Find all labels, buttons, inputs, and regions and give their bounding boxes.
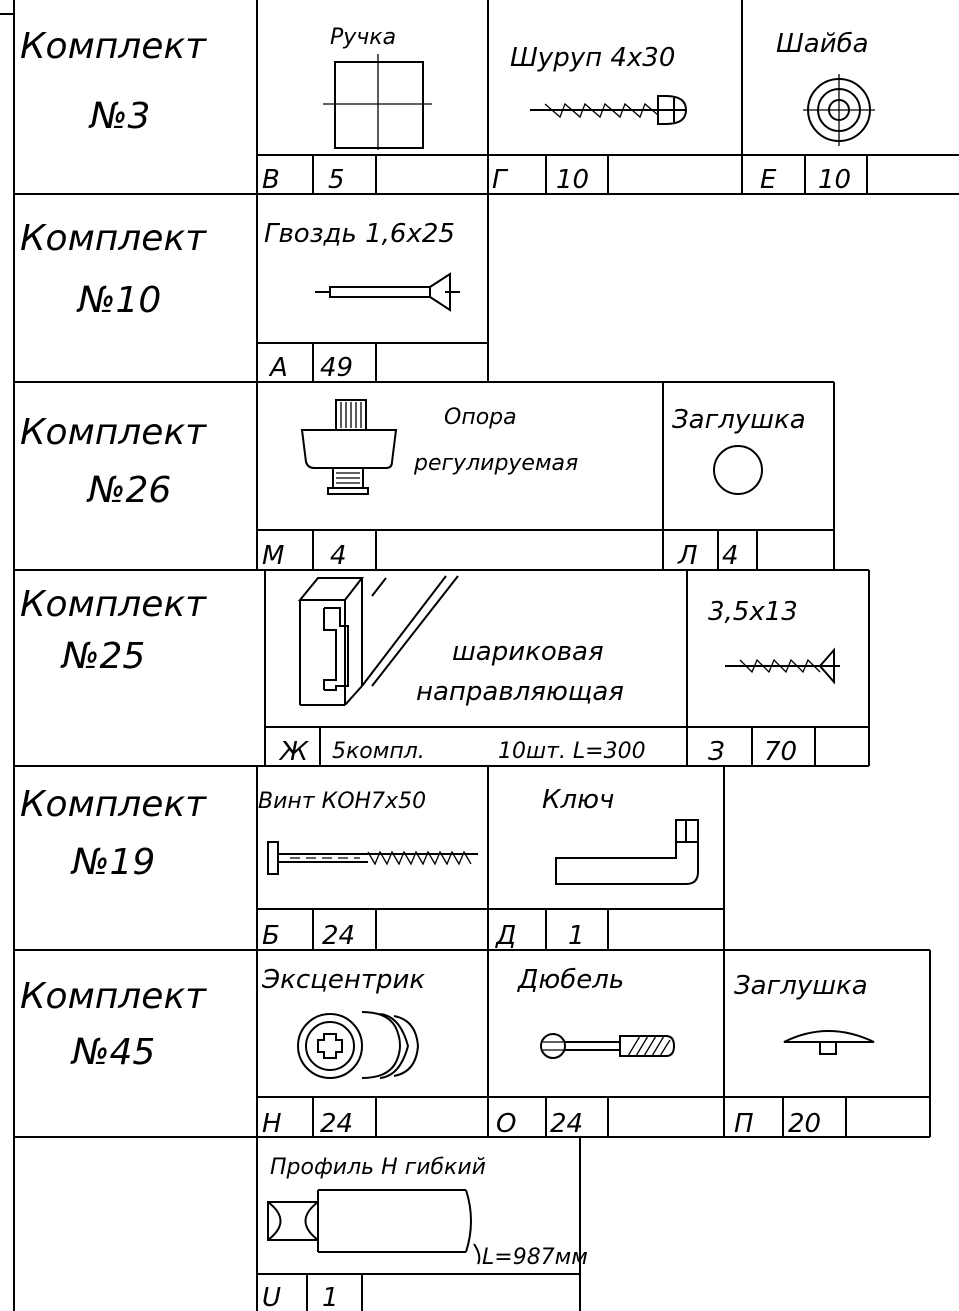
part-name-screw-small: 3,5х13 xyxy=(708,597,798,627)
part-name-bolt: Винт КОН7х50 xyxy=(258,789,426,814)
part-qty-profile: 1 xyxy=(322,1283,339,1311)
part-letter-support: М xyxy=(262,541,284,571)
part-letter-cap: Л xyxy=(677,541,698,571)
kit-number: №26 xyxy=(86,470,171,511)
part-name-key: Ключ xyxy=(542,785,614,815)
kit-number: №10 xyxy=(76,280,161,321)
part-letter-screw: Г xyxy=(492,165,509,195)
part-qty-washer: 10 xyxy=(818,165,851,195)
part-letter-bolt: Б xyxy=(262,921,280,951)
kit-label: Комплект xyxy=(20,584,207,625)
part-qty-rail: 5компл. xyxy=(332,739,425,764)
part-name-cap: Заглушка xyxy=(672,405,806,435)
part-name-support-line1: Опора xyxy=(444,405,517,430)
part-letter-eccentric: Н xyxy=(262,1109,282,1139)
kit-label: Комплект xyxy=(20,784,207,825)
part-qty-screw-small: 70 xyxy=(764,737,797,767)
part-name-rail-line2: направляющая xyxy=(416,677,624,707)
part-qty-nail: 49 xyxy=(320,353,353,383)
part-letter-profile: U xyxy=(262,1283,281,1311)
part-name-washer: Шайба xyxy=(776,29,869,59)
part-qty-cap-small: 20 xyxy=(788,1109,821,1139)
part-name-rail-line1: шариковая xyxy=(452,637,604,667)
cap-small-drawing xyxy=(783,1030,875,1055)
kit-number: №45 xyxy=(70,1032,155,1073)
profile-drawing xyxy=(267,1189,481,1265)
part-name-nail: Гвоздь 1,6х25 xyxy=(264,219,455,249)
eccentric-drawing xyxy=(297,1011,420,1079)
screw-drawing xyxy=(530,95,688,125)
part-letter-key: Д xyxy=(495,921,516,951)
part-qty-eccentric: 24 xyxy=(320,1109,353,1139)
key-drawing xyxy=(555,819,699,885)
kit-label: Комплект xyxy=(20,218,207,259)
part-name-profile: Профиль Н гибкий xyxy=(270,1155,486,1180)
part-letter-cap-small: П xyxy=(734,1109,754,1139)
part-length-profile: L=987мм xyxy=(482,1245,588,1270)
part-letter-dowel: О xyxy=(496,1109,516,1139)
screw-small-drawing xyxy=(725,647,840,685)
washer-drawing xyxy=(803,74,875,146)
kit-number: №3 xyxy=(88,96,150,137)
part-name-dowel: Дюбель xyxy=(517,965,624,995)
part-qty-key: 1 xyxy=(568,921,585,951)
part-letter-nail: А xyxy=(268,353,288,383)
dowel-drawing xyxy=(540,1033,676,1059)
cap-drawing xyxy=(713,445,763,495)
kit-label: Комплект xyxy=(20,412,207,453)
part-name-support-line2: регулируемая xyxy=(413,451,578,476)
handle-drawing xyxy=(323,54,432,150)
part-qty-screw: 10 xyxy=(556,165,589,195)
part-letter-washer: Е xyxy=(760,165,777,195)
part-name-screw: Шуруп 4х30 xyxy=(510,43,675,73)
part-extra-rail: 10шт. L=300 xyxy=(498,739,646,764)
kit-label: Комплект xyxy=(20,976,207,1017)
part-qty-bolt: 24 xyxy=(322,921,355,951)
part-name-handle: Ручка xyxy=(330,25,396,50)
kit-number: №19 xyxy=(70,842,155,883)
part-qty-dowel: 24 xyxy=(550,1109,583,1139)
kit-number: №25 xyxy=(60,636,145,677)
part-name-eccentric: Эксцентрик xyxy=(261,965,425,995)
part-name-cap-small: Заглушка xyxy=(734,971,868,1001)
part-letter-rail: Ж xyxy=(278,737,309,767)
nail-drawing xyxy=(315,272,460,312)
support-drawing xyxy=(300,399,398,495)
part-letter-handle: В xyxy=(262,165,280,195)
part-qty-support: 4 xyxy=(330,541,347,571)
part-qty-handle: 5 xyxy=(328,165,345,195)
part-qty-cap: 4 xyxy=(722,541,739,571)
part-letter-screw-small: З xyxy=(708,737,725,767)
kit-label: Комплект xyxy=(20,26,207,67)
rail-drawing xyxy=(297,575,459,706)
bolt-drawing xyxy=(267,841,478,875)
